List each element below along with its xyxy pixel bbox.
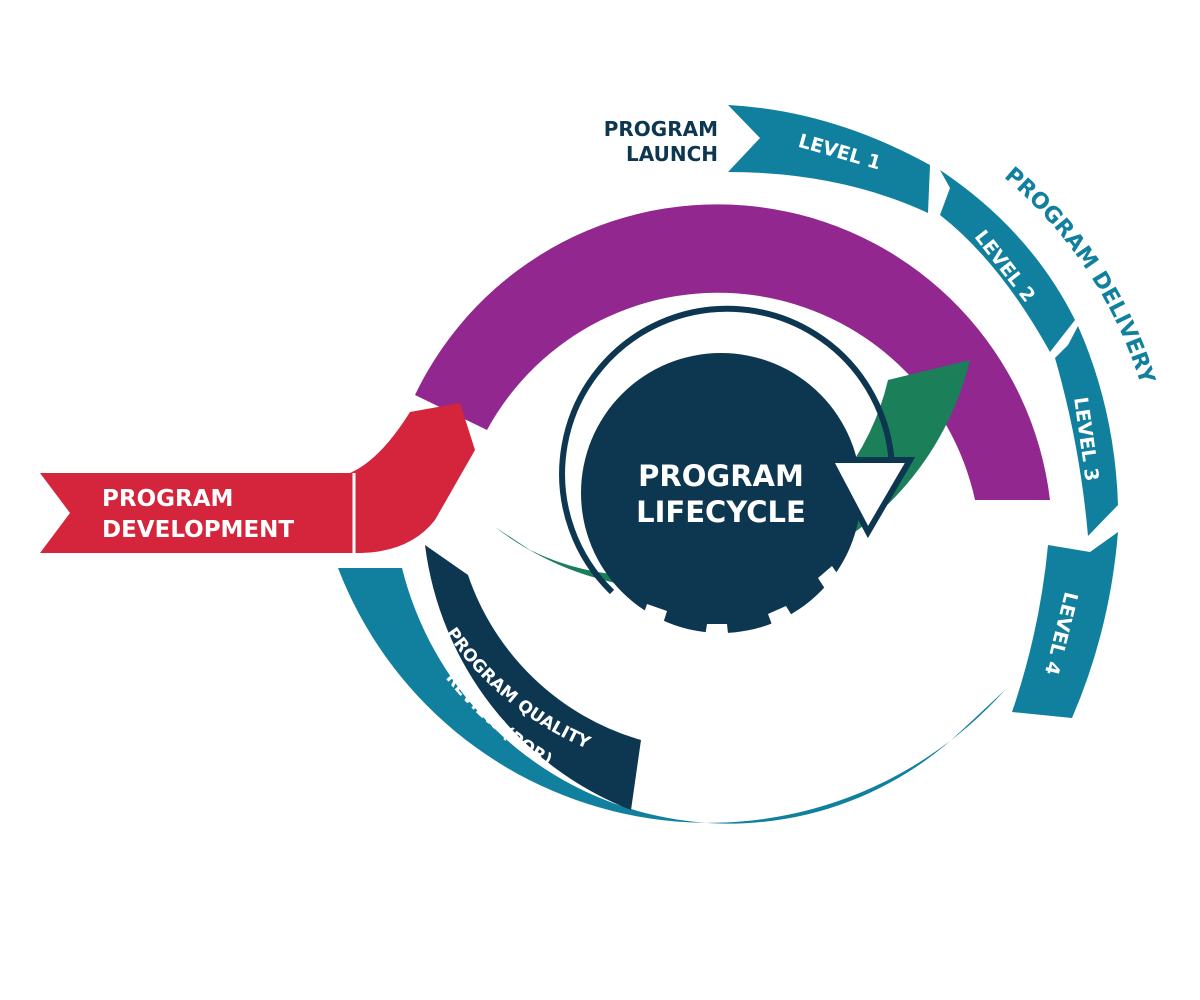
program-development-arrow	[40, 403, 475, 553]
dash-3	[768, 606, 797, 633]
program-development-label-line1: PROGRAM	[102, 486, 233, 512]
pqr-segment	[425, 545, 641, 810]
program-development-label-line2: DEVELOPMENT	[102, 517, 294, 543]
lifecycle-title-line1: PROGRAM	[638, 459, 804, 493]
dash-4	[818, 566, 843, 595]
dash-1	[641, 604, 667, 630]
level-1-segment	[728, 105, 930, 213]
level-2-segment	[940, 170, 1075, 352]
level-4-segment	[1012, 532, 1118, 718]
program-launch-label-line1: PROGRAM	[604, 117, 718, 141]
dash-2	[704, 624, 729, 643]
level-3-segment	[1055, 326, 1118, 536]
lifecycle-center-circle	[581, 353, 861, 633]
program-launch-label-line2: LAUNCH	[626, 142, 718, 166]
outer-teal-ring	[338, 568, 1005, 824]
lifecycle-arrowhead	[825, 457, 916, 539]
lifecycle-title-line2: LIFECYCLE	[636, 495, 806, 529]
lifecycle-cycle-ring	[559, 305, 895, 595]
course-development-arc	[415, 204, 1050, 500]
